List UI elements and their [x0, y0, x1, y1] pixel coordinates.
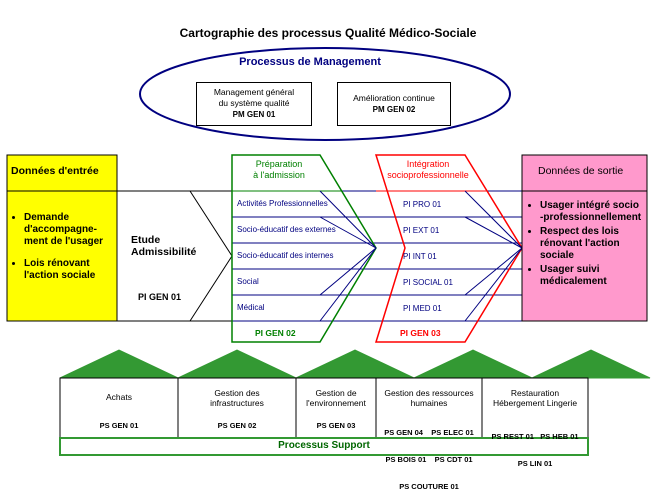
support-item-rh-codes: PS GEN 04 PS ELEC 01 PS BOIS 01 PS CDT 0… [376, 410, 482, 500]
preparation-row: Médical [237, 303, 265, 312]
support-item-restauration-line2: Hébergement Lingerie [492, 398, 578, 408]
integration-row: PI MED 01 [403, 304, 442, 313]
outputs-list-box [521, 190, 648, 322]
management-box-improvement-label: Amélioration continue [353, 93, 435, 103]
inputs-list: Demande d'accompagne-ment de l'usager Lo… [10, 212, 114, 292]
admissibility-code: PI GEN 01 [138, 292, 182, 302]
management-box-general-code: PM GEN 01 [232, 110, 276, 119]
support-item-achats: Achats [106, 392, 132, 402]
support-item-environnement-line2: l'environnement [306, 398, 366, 408]
support-roofs [59, 349, 651, 379]
output-item: Usager suivi médicalement [540, 264, 644, 288]
diagram-graphics [6, 47, 651, 456]
integration-row: PI EXT 01 [403, 226, 440, 235]
support-item-environnement-line1: Gestion de [315, 388, 357, 398]
inputs-header-box [6, 154, 118, 192]
integration-header: Intégration socioprofessionnelle [378, 159, 478, 181]
support-item-rh-codes-line1: PS GEN 04 PS ELEC 01 [384, 428, 474, 437]
management-box-improvement-code: PM GEN 02 [372, 105, 416, 114]
integration-code: PI GEN 03 [400, 328, 441, 338]
page-title: Cartographie des processus Qualité Médic… [179, 26, 477, 40]
management-box-general-line1: Management général [213, 87, 295, 97]
preparation-row: Activités Professionnelles [237, 199, 328, 208]
support-item-rh-line2: humaines [410, 398, 448, 408]
integration-row: PI INT 01 [403, 252, 437, 261]
output-item: Respect des lois rénovant l'action socia… [540, 226, 644, 262]
preparation-row: Social [237, 277, 259, 286]
admissibility-box [116, 190, 233, 322]
support-item-environnement: Gestion de l'environnement [296, 388, 376, 408]
management-title: Processus de Management [239, 56, 381, 68]
input-item: Lois rénovant l'action sociale [24, 258, 114, 282]
preparation-row: Socio-éducatif des externes [237, 225, 336, 234]
preparation-header-line1: Préparation [255, 159, 303, 169]
support-item-infrastructures: Gestion des infrastructures [178, 388, 296, 408]
preparation-code: PI GEN 02 [255, 328, 296, 338]
support-item-rh-line1: Gestion des ressources [384, 388, 474, 398]
support-item-rh: Gestion des ressources humaines [376, 388, 482, 408]
outputs-header: Données de sortie [538, 165, 624, 177]
management-box-general: Management général du système qualité PM… [196, 82, 312, 126]
admissibility-label-line2: Admissibilité [131, 246, 197, 258]
support-footer-box [59, 437, 589, 456]
support-item-restauration-line1: Restauration [510, 388, 560, 398]
support-item-achats-code: PS GEN 01 [99, 421, 139, 430]
preparation-header: Préparation à l'admission [244, 159, 314, 181]
management-box-improvement: Amélioration continue PM GEN 02 [337, 82, 451, 126]
preparation-header-line2: à l'admission [253, 170, 305, 180]
support-item-rh-codes-line2: PS BOIS 01 PS CDT 01 [385, 455, 473, 464]
integration-row: PI PRO 01 [403, 200, 442, 209]
admissibility-label: Etude Admissibilité [131, 234, 196, 258]
support-item-infrastructures-line1: Gestion des [214, 388, 260, 398]
inputs-list-box [6, 190, 118, 322]
integration-header-line1: Intégration [406, 159, 450, 169]
management-box-general-line2: du système qualité [218, 98, 290, 108]
support-title: Processus Support [278, 440, 370, 451]
support-item-infrastructures-line2: infrastructures [210, 398, 264, 408]
support-item-restauration-codes-line2: PS LIN 01 [517, 459, 553, 468]
preparation-chevron [231, 154, 377, 343]
support-item-restauration-codes-line1: PS REST 01 PS HEB 01 [491, 432, 579, 441]
inputs-header: Données d'entrée [11, 165, 99, 177]
integration-chevron [374, 154, 523, 343]
outputs-list: Usager intégré socio -professionnellemen… [526, 200, 644, 288]
integration-header-line2: socioprofessionnelle [387, 170, 469, 180]
support-item-environnement-code: PS GEN 03 [316, 421, 356, 430]
support-boxes [59, 377, 589, 439]
input-item: Demande d'accompagne-ment de l'usager [24, 212, 114, 248]
support-item-restauration: Restauration Hébergement Lingerie [482, 388, 588, 408]
admissibility-label-line1: Etude [131, 234, 161, 246]
integration-row: PI SOCIAL 01 [403, 278, 453, 287]
outputs-header-box [521, 154, 648, 192]
support-item-rh-codes-line3: PS COUTURE 01 [399, 482, 459, 491]
support-item-infrastructures-code: PS GEN 02 [217, 421, 257, 430]
preparation-row: Socio-éducatif des internes [237, 251, 334, 260]
output-item: Usager intégré socio -professionnellemen… [540, 200, 644, 224]
